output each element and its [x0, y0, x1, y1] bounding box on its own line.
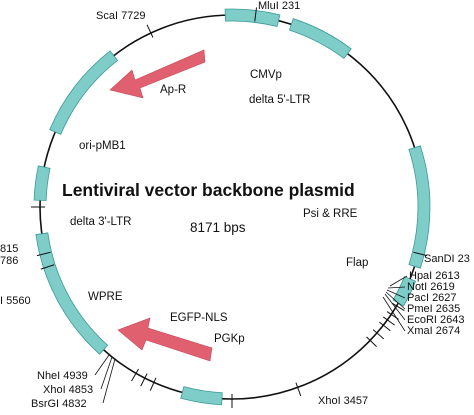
feature-block-cmvp [288, 18, 352, 60]
site-label-hpai: HpaI 2613 [409, 270, 460, 282]
site-label-paci: PacI 2627 [407, 292, 457, 304]
site-label-pmei: PmeI 2635 [407, 303, 460, 315]
site-tick [392, 302, 405, 311]
site-label-left-5560: I 5560 [0, 295, 31, 307]
site-label-xhoi-3457: XhoI 3457 [318, 395, 368, 407]
feature-label-psi-rre: Psi & RRE [303, 208, 358, 220]
site-label-mlui: MluI 231 [258, 0, 300, 12]
site-label-scai: ScaI 7729 [96, 10, 146, 22]
site-label-xmai: XmaI 2674 [407, 325, 460, 337]
feature-label-wpre: WPRE [88, 291, 123, 303]
feature-block-ori [49, 50, 119, 135]
site-label-noti: NotI 2619 [407, 281, 455, 293]
plasmid-title: Lentiviral vector backbone plasmid [62, 180, 355, 200]
egfp-nls-arrow [117, 317, 213, 362]
feature-label-delta5ltr: delta 5'-LTR [249, 94, 310, 106]
site-tick [379, 321, 391, 332]
site-tick [140, 373, 148, 387]
feature-blocks [33, 8, 431, 406]
feature-block-cmvp-top [224, 8, 281, 28]
site-label-sandi: SanDI 23 [424, 253, 470, 265]
feature-label-ori: ori-pMB1 [79, 140, 126, 152]
site-tick [413, 251, 428, 257]
feature-block-flap [392, 276, 417, 307]
site-tick [36, 251, 51, 257]
ap-r-arrow [109, 49, 206, 99]
feature-label-delta3ltr: delta 3'-LTR [70, 216, 131, 228]
site-tick [366, 336, 377, 347]
feature-block-psi-rre [408, 145, 431, 269]
feature-label-cmvp: CMVp [250, 69, 282, 81]
site-label-xhoi-4853: XhoI 4853 [43, 384, 93, 396]
site-tick [131, 368, 139, 382]
site-label-bsrgi: BsrGI 4832 [31, 398, 87, 410]
site-tick [149, 377, 157, 391]
site-label-ecori: EcoRI 2643 [407, 314, 464, 326]
site-label-left-786: 786 [0, 255, 18, 267]
feature-label-egfp-nls: EGFP-NLS [170, 312, 228, 324]
site-ticks [31, 7, 428, 408]
site-tick [146, 24, 154, 38]
feature-block-wpre [35, 232, 109, 355]
site-tick [382, 316, 395, 326]
feature-block-pgkp [180, 386, 223, 406]
site-tick [254, 7, 257, 22]
plasmid-size: 8171 bps [190, 220, 246, 235]
feature-label-ap-r: Ap-R [160, 84, 186, 96]
leader-lines [94, 275, 408, 404]
site-tick [295, 382, 302, 397]
site-label-left-815: 815 [0, 243, 18, 255]
site-label-nhei: NheI 4939 [37, 370, 88, 382]
feature-block-delta3ltr [33, 165, 51, 201]
feature-label-flap: Flap [346, 257, 368, 269]
site-tick [372, 329, 385, 340]
site-tick [40, 264, 55, 270]
feature-label-pgkp: PGKp [214, 333, 245, 345]
